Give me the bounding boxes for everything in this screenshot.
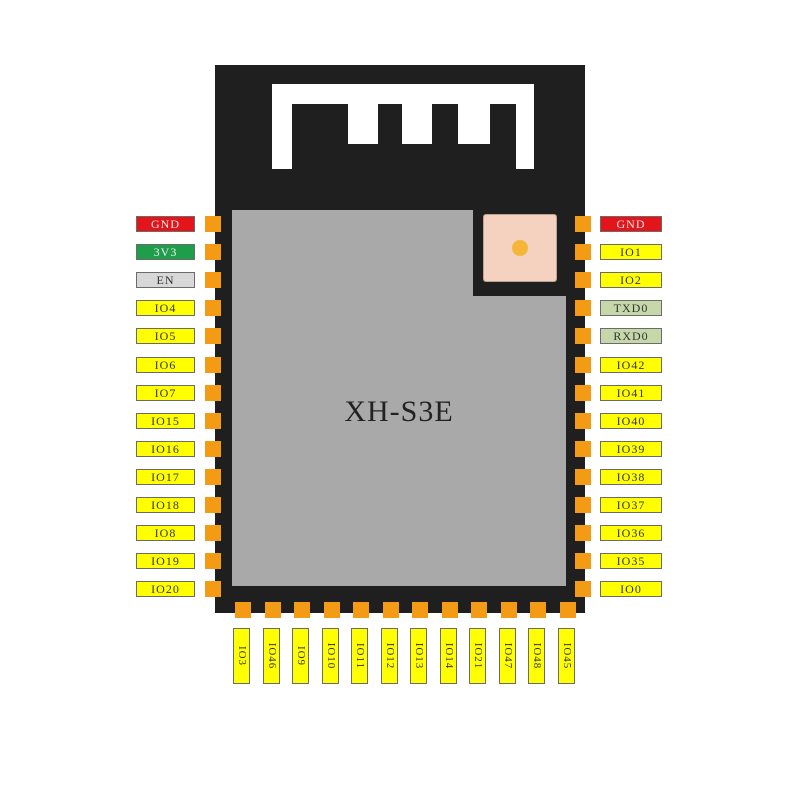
left-pin-pad [205, 272, 221, 288]
pcb-antenna [272, 84, 534, 169]
right-pin-label: IO1 [600, 244, 662, 260]
left-pin-label: IO6 [136, 357, 195, 373]
ufl-center-icon [512, 240, 528, 256]
bottom-pin-pad [560, 602, 576, 618]
bottom-pin-label: IO9 [292, 628, 309, 684]
left-pin-pad [205, 300, 221, 316]
right-pin-label: IO0 [600, 581, 662, 597]
bottom-pin-label: IO10 [322, 628, 339, 684]
left-pin-pad [205, 328, 221, 344]
bottom-pin-text: IO12 [383, 642, 396, 670]
right-pin-pad [575, 497, 591, 513]
bottom-pin-pad [471, 602, 487, 618]
bottom-pin-text: IO13 [412, 642, 425, 670]
bottom-pin-label: IO21 [469, 628, 486, 684]
bottom-pin-pad [294, 602, 310, 618]
bottom-pin-label: IO3 [233, 628, 250, 684]
bottom-pin-text: IO46 [265, 642, 278, 670]
right-pin-pad [575, 272, 591, 288]
right-pin-pad [575, 553, 591, 569]
bottom-pin-text: IO48 [530, 642, 543, 670]
right-pin-pad [575, 328, 591, 344]
right-pin-label: IO36 [600, 525, 662, 541]
right-pin-label: IO39 [600, 441, 662, 457]
bottom-pin-pad [353, 602, 369, 618]
left-pin-pad [205, 581, 221, 597]
right-pin-pad [575, 581, 591, 597]
left-pin-pad [205, 469, 221, 485]
left-pin-label: GND [136, 216, 195, 232]
right-pin-label: RXD0 [600, 328, 662, 344]
right-pin-pad [575, 525, 591, 541]
left-pin-pad [205, 525, 221, 541]
right-pin-pad [575, 300, 591, 316]
bottom-pin-text: IO14 [442, 642, 455, 670]
bottom-pin-text: IO11 [353, 642, 366, 670]
bottom-pin-pad [235, 602, 251, 618]
ufl-connector [483, 214, 557, 282]
left-pin-label: IO15 [136, 413, 195, 429]
left-pin-label: IO16 [136, 441, 195, 457]
bottom-pin-text: IO21 [471, 642, 484, 670]
right-pin-label: IO35 [600, 553, 662, 569]
right-pin-pad [575, 469, 591, 485]
left-pin-label: EN [136, 272, 195, 288]
chip-name: XH-S3E [344, 395, 454, 428]
right-pin-pad [575, 357, 591, 373]
right-pin-label: TXD0 [600, 300, 662, 316]
left-pin-pad [205, 497, 221, 513]
left-pin-label: IO17 [136, 469, 195, 485]
bottom-pin-label: IO14 [440, 628, 457, 684]
right-pin-pad [575, 441, 591, 457]
bottom-pin-pad [530, 602, 546, 618]
right-pin-label: IO37 [600, 497, 662, 513]
right-pin-label: IO41 [600, 385, 662, 401]
left-pin-label: IO19 [136, 553, 195, 569]
right-pin-pad [575, 413, 591, 429]
left-pin-pad [205, 553, 221, 569]
bottom-pin-label: IO46 [263, 628, 280, 684]
bottom-pin-label: IO47 [499, 628, 516, 684]
left-pin-label: IO18 [136, 497, 195, 513]
bottom-pin-pad [383, 602, 399, 618]
bottom-pin-label: IO12 [381, 628, 398, 684]
left-pin-pad [205, 216, 221, 232]
bottom-pin-text: IO47 [501, 642, 514, 670]
left-pin-label: 3V3 [136, 244, 195, 260]
bottom-pin-label: IO45 [558, 628, 575, 684]
left-pin-pad [205, 413, 221, 429]
left-pin-label: IO20 [136, 581, 195, 597]
bottom-pin-text: IO45 [560, 642, 573, 670]
bottom-pin-label: IO11 [351, 628, 368, 684]
bottom-pin-pad [501, 602, 517, 618]
left-pin-label: IO4 [136, 300, 195, 316]
bottom-pin-text: IO9 [294, 645, 307, 667]
left-pin-pad [205, 244, 221, 260]
left-pin-pad [205, 357, 221, 373]
right-pin-label: IO40 [600, 413, 662, 429]
right-pin-pad [575, 216, 591, 232]
right-pin-label: GND [600, 216, 662, 232]
left-pin-label: IO5 [136, 328, 195, 344]
bottom-pin-pad [412, 602, 428, 618]
bottom-pin-label: IO13 [410, 628, 427, 684]
bottom-pin-label: IO48 [528, 628, 545, 684]
right-pin-pad [575, 244, 591, 260]
right-pin-pad [575, 385, 591, 401]
left-pin-pad [205, 441, 221, 457]
bottom-pin-pad [442, 602, 458, 618]
bottom-pin-pad [324, 602, 340, 618]
right-pin-label: IO2 [600, 272, 662, 288]
left-pin-label: IO7 [136, 385, 195, 401]
left-pin-label: IO8 [136, 525, 195, 541]
right-pin-label: IO42 [600, 357, 662, 373]
right-pin-label: IO38 [600, 469, 662, 485]
left-pin-pad [205, 385, 221, 401]
bottom-pin-text: IO10 [324, 642, 337, 670]
bottom-pin-pad [265, 602, 281, 618]
bottom-pin-text: IO3 [235, 645, 248, 667]
